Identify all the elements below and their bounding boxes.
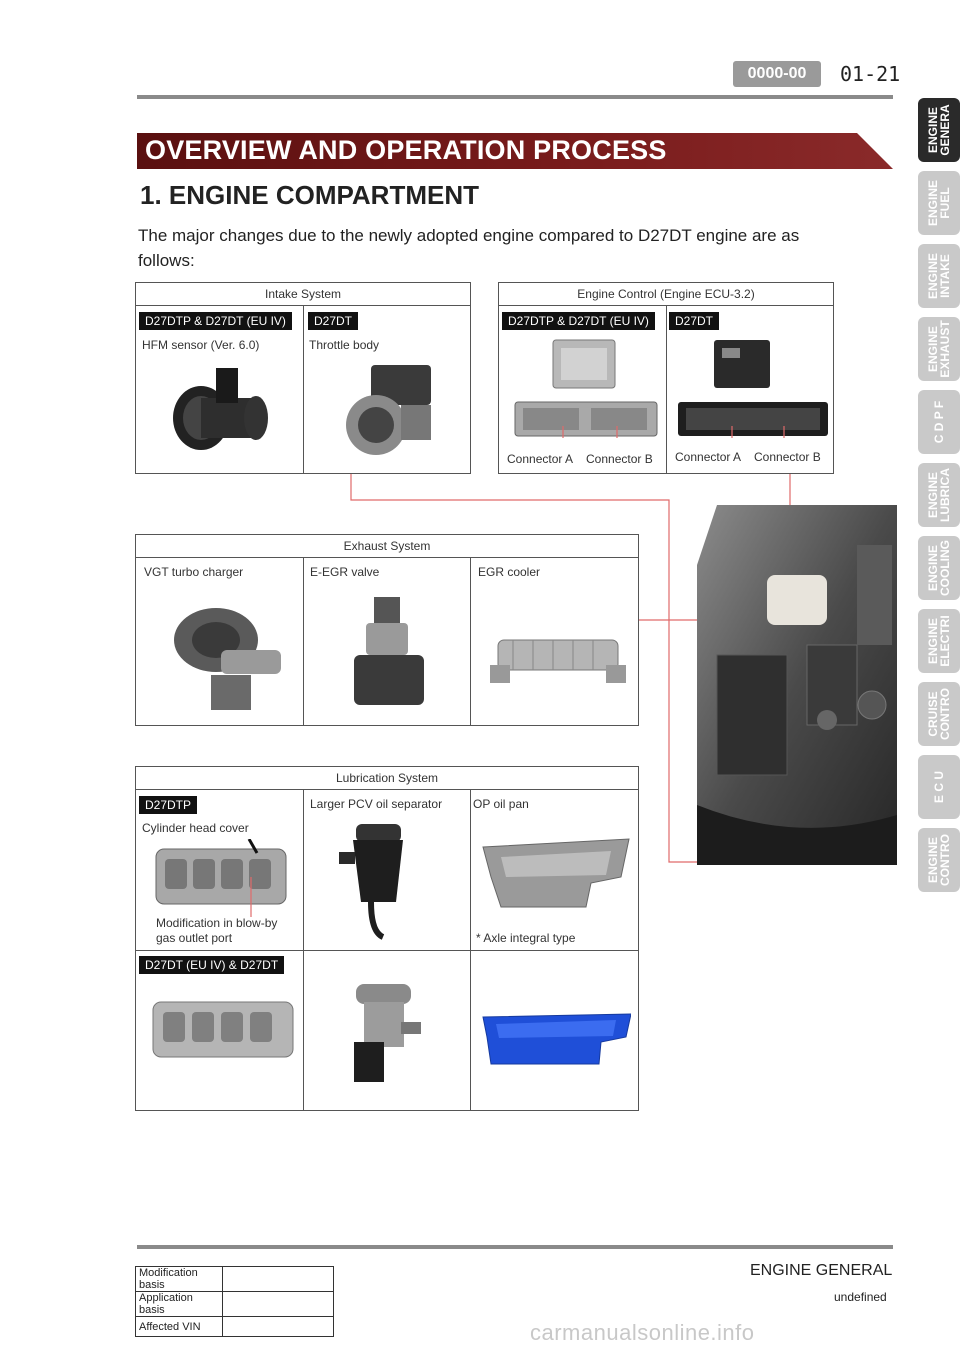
tab-label: ENGINE GENERA [926,104,952,156]
top-divider [137,95,893,99]
oil-pan-label: OP oil pan [473,797,529,811]
ecu-tag-right: D27DT [669,312,720,330]
section-title: 1. ENGINE COMPARTMENT [140,180,479,210]
intake-tag-left: D27DTP & D27DT (EU IV) [139,312,292,330]
tab-cdpf[interactable]: C D P F [918,390,960,454]
throttle-body-label: Throttle body [309,338,380,352]
ecu-right-connector-b: Connector B [754,450,821,464]
tab-engine-general[interactable]: ENGINE GENERA [918,98,960,162]
axle-integral-note: * Axle integral type [476,931,576,945]
oil-pan-old-image [482,1013,631,1065]
ecu-left-connector-a: Connector A [507,452,574,466]
intake-tag-right: D27DT [308,312,359,330]
tab-engine-cooling[interactable]: ENGINE COOLING [918,536,960,600]
intake-system-title: Intake System [136,283,470,306]
egr-cooler-image [490,639,626,683]
ecu-new-image [514,339,658,438]
tab-label: ENGINE CONTRO [926,834,952,886]
exhaust-cell-1 [136,558,304,725]
ecu-right-connector-a: Connector A [675,450,742,464]
blowby-note: Modification in blow-by gas outlet port [156,916,278,945]
lubrication-system-title: Lubrication System [136,767,638,790]
tab-label: C D P F [932,400,946,444]
egr-valve-image [354,597,424,705]
banner-shape [137,133,893,169]
lubrication-system-panel: Lubrication System D27DTP Cylinder head … [135,766,639,1111]
exhaust-system-title: Exhaust System [136,535,638,558]
tab-label: CRUISE CONTRO [926,688,952,740]
hfm-sensor-image [173,368,268,450]
hfm-sensor-label: HFM sensor (Ver. 6.0) [142,338,260,352]
engine-compartment-photo [697,505,897,865]
exhaust-cell-2 [303,558,471,725]
ecu-left-cell [499,306,667,473]
egr-cooler-label: EGR cooler [478,565,541,579]
vgt-turbo-label: VGT turbo charger [144,565,244,579]
watermark: carmanualsonline.info [530,1320,755,1345]
tab-label: E C U [932,770,946,804]
table-value [222,1266,334,1292]
intro-text: The major changes due to the newly adopt… [138,226,800,270]
intake-system-panel: Intake System D27DTP & D27DT (EU IV) D27… [135,282,471,474]
ecu-old-image [678,340,828,438]
lube-tag-top: D27DTP [139,796,198,814]
tab-label: ENGINE EXHAUST [926,320,952,378]
tab-ecu[interactable]: E C U [918,755,960,819]
tab-engine-fuel[interactable]: ENGINE FUEL [918,171,960,235]
lube-tag-bottom: D27DT (EU IV) & D27DT [139,956,285,974]
tab-engine-exhaust[interactable]: ENGINE EXHAUST [918,317,960,381]
section-banner: OVERVIEW AND OPERATION PROCESS [137,133,893,169]
banner-title: OVERVIEW AND OPERATION PROCESS [145,135,667,165]
cylinder-head-cover-label: Cylinder head cover [142,821,249,835]
footer-title: ENGINE GENERAL [750,1262,893,1279]
tab-label: ENGINE LUBRICA [926,468,952,522]
intake-hfm-cell [136,306,304,473]
tab-cruise-control[interactable]: CRUISE CONTRO [918,682,960,746]
table-row: Affected VIN [135,1316,334,1337]
lube-row-divider [136,950,638,951]
engine-control-panel: Engine Control (Engine ECU-3.2) D27DTP &… [498,282,834,474]
table-key: Application basis [135,1291,223,1317]
pcv-separator-old-image [354,984,421,1082]
tab-label: ENGINE FUEL [926,179,952,227]
tab-engine-lubrication[interactable]: ENGINE LUBRICA [918,463,960,527]
table-row: Modification basis [135,1266,334,1292]
tab-label: ENGINE COOLING [926,540,952,596]
page-number: 01-21 [840,62,901,86]
table-key: Affected VIN [135,1316,223,1337]
vgt-turbo-image [174,608,281,710]
throttle-body-image [346,365,431,455]
engine-control-title: Engine Control (Engine ECU-3.2) [499,283,833,306]
pcv-separator-image [339,824,403,940]
egr-valve-label: E-EGR valve [310,565,380,579]
ecu-tag-left: D27DTP & D27DT (EU IV) [502,312,655,330]
table-row: Application basis [135,1291,334,1317]
footer-subtitle: undefined [834,1290,887,1304]
table-value [222,1291,334,1317]
pcv-separator-label: Larger PCV oil separator [310,797,443,811]
ecu-left-connector-b: Connector B [586,452,653,466]
cylinder-head-cover-old-image [152,1001,294,1058]
oil-pan-image [482,838,630,908]
tab-engine-electrical[interactable]: ENGINE ELECTRI [918,609,960,673]
tab-label: ENGINE INTAKE [926,252,952,300]
bottom-divider [137,1245,893,1249]
table-key: Modification basis [135,1266,223,1292]
table-value [222,1316,334,1337]
cylinder-head-cover-image [155,839,287,917]
section-code-badge: 0000-00 [733,61,821,87]
exhaust-system-panel: Exhaust System VGT turbo charger E-EGR v… [135,534,639,726]
tab-engine-intake[interactable]: ENGINE INTAKE [918,244,960,308]
tab-engine-control[interactable]: ENGINE CONTRO [918,828,960,892]
modification-table: Modification basis Application basis Aff… [135,1266,334,1337]
tab-label: ENGINE ELECTRI [926,615,952,667]
